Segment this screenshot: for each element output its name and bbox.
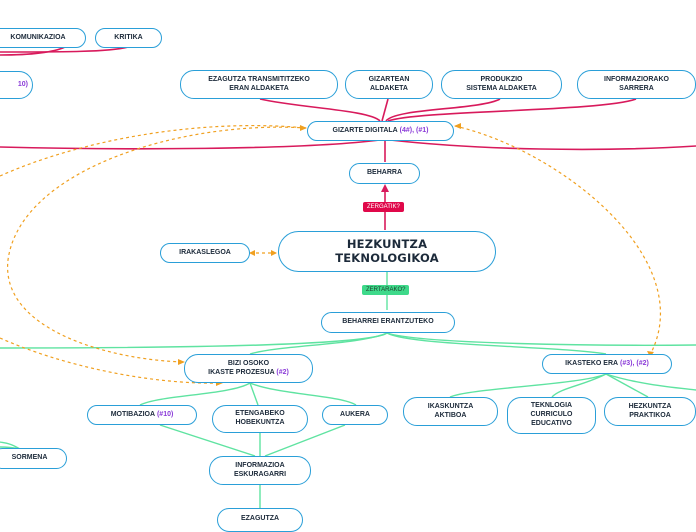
edge-gizarte-horizontal-right xyxy=(389,139,696,151)
edge-bizi-aukera xyxy=(249,382,357,406)
edge-beharrei-right xyxy=(386,332,696,346)
edge-gizarte-horizontal-left xyxy=(0,139,381,150)
ikasteko-era-reference: (#3), (#2) xyxy=(620,359,649,367)
edge-ikasteko-teknologia xyxy=(551,373,607,398)
node-irakaslegoa[interactable]: IRAKASLEGOA xyxy=(160,243,250,263)
edge-beharrei-bizi xyxy=(249,332,388,355)
ikasteko-era-label: IKASTEKO ERA xyxy=(565,359,619,367)
link-gizarte-ikasteko xyxy=(454,125,662,356)
node-gizartean-aldaketa[interactable]: GIZARTEAN ALDAKETA xyxy=(345,70,433,99)
edge-bizi-etengabeko xyxy=(249,382,259,406)
node-beharrei-erantzuteko[interactable]: BEHARREI ERANTZUTEKO xyxy=(321,312,455,333)
node-etengabeko[interactable]: ETENGABEKO HOBEKUNTZA xyxy=(212,405,308,433)
edge-ikasteko-hezkuntza xyxy=(605,373,649,398)
edge-sormena-left xyxy=(0,441,21,450)
edge-komunikazioa-left xyxy=(0,46,66,56)
edge-bizi-motibazioa xyxy=(139,382,251,406)
arrowhead-bizi xyxy=(178,359,185,365)
arrowhead-central xyxy=(271,250,277,256)
link-left-bizi xyxy=(0,337,223,384)
node-ezagutza-transmititzeko[interactable]: EZAGUTZA TRANSMITITZEKO ERAN ALDAKETA xyxy=(180,70,338,99)
connectors-layer xyxy=(0,46,696,510)
edge-gizarte-ezagutza xyxy=(259,98,381,122)
node-informaziorako[interactable]: INFORMAZIORAKO SARRERA xyxy=(577,70,696,99)
arrowhead-beharra xyxy=(381,184,389,192)
motibazioa-reference: (#10) xyxy=(156,410,174,418)
motibazioa-label: MOTIBAZIOA xyxy=(110,410,156,418)
left-reference-text: 10) xyxy=(17,80,28,88)
edge-kritika-left xyxy=(0,46,129,53)
arrowhead-irakaslegoa xyxy=(249,250,255,256)
node-teknologia-curriculo[interactable]: TEKNLOGIA CURRICULO EDUCATIVO xyxy=(507,397,596,434)
edge-ikasteko-right xyxy=(605,373,696,391)
node-hezkuntza-praktikoa[interactable]: HEZKUNTZA PRAKTIKOA xyxy=(604,397,696,426)
gizarte-digitala-reference: (4#), (#1) xyxy=(399,126,429,134)
edge-motibazioa-informazioa xyxy=(159,424,256,457)
edge-gizarte-informaziorako xyxy=(387,98,637,122)
tag-zertarako: ZERTARAKO? xyxy=(362,285,410,295)
node-beharra[interactable]: BEHARRA xyxy=(349,163,420,184)
node-ikaskuntza-aktiboa[interactable]: IKASKUNTZA AKTIBOA xyxy=(403,397,498,426)
node-ikasteko-era[interactable]: IKASTEKO ERA (#3), (#2) xyxy=(542,354,672,374)
node-sormena[interactable]: SORMENA xyxy=(0,448,67,469)
node-left-reference[interactable]: 10) xyxy=(0,71,33,99)
link-loop-gizarte-bizi xyxy=(7,126,307,363)
node-ezagutza[interactable]: EZAGUTZA xyxy=(217,508,303,532)
node-aukera[interactable]: AUKERA xyxy=(322,405,388,425)
arrowhead-gizarte-right xyxy=(454,123,461,129)
link-left-gizarte xyxy=(0,124,307,177)
node-kritika[interactable]: KRITIKA xyxy=(95,28,162,48)
arrowhead-gizarte-left xyxy=(300,125,307,131)
gizarte-digitala-label: GIZARTE DIGITALA xyxy=(332,126,398,134)
edge-beharrei-left xyxy=(0,332,388,349)
edge-gizarte-produkzio xyxy=(385,98,501,122)
node-gizarte-digitala[interactable]: GIZARTE DIGITALA (4#), (#1) xyxy=(307,121,454,141)
edge-aukera-informazioa xyxy=(264,424,346,457)
node-komunikazioa[interactable]: KOMUNIKAZIOA xyxy=(0,28,86,48)
edge-beharrei-ikasteko xyxy=(386,332,607,355)
tag-zergatik: ZERGATIK? xyxy=(363,202,404,212)
edge-gizarte-gizartean xyxy=(381,98,389,122)
edge-ikasteko-ikaskuntza xyxy=(449,373,607,398)
node-produkzio[interactable]: PRODUKZIO SISTEMA ALDAKETA xyxy=(441,70,562,99)
node-informazioa-eskuragarri[interactable]: INFORMAZIOA ESKURAGARRI xyxy=(209,456,311,485)
node-motibazioa[interactable]: MOTIBAZIOA (#10) xyxy=(87,405,197,425)
